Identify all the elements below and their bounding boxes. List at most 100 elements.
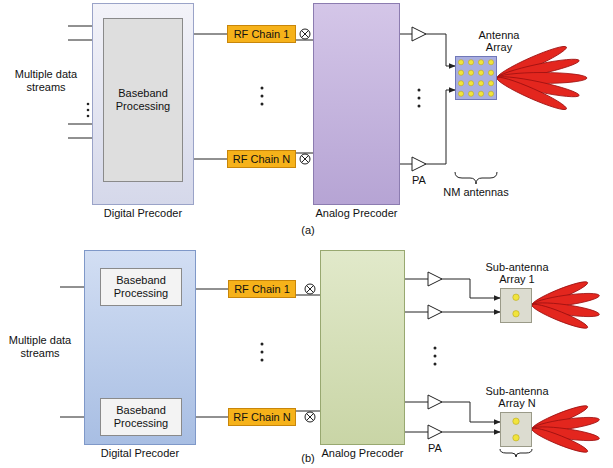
rf-chain-box: RF Chain 1: [228, 280, 296, 298]
box-label: Baseband Processing: [107, 87, 179, 112]
drawing-part: [305, 412, 315, 422]
antenna-element: [478, 60, 483, 65]
box-label: RF Chain N: [233, 153, 290, 166]
antenna-element: [458, 70, 463, 75]
antenna-element: [513, 435, 519, 441]
mixer-symbol: [300, 29, 310, 164]
box-label: RF Chain 1: [234, 28, 290, 41]
box-label: RF Chain 1: [234, 283, 290, 296]
drawing-part: [418, 89, 421, 92]
input-label: Multiple data streams: [10, 68, 82, 93]
drawing-part: [428, 305, 442, 319]
drawing-part: [434, 347, 437, 350]
panel-heading: Digital Precoder: [81, 207, 205, 220]
drawing-part: [530, 301, 589, 332]
drawing-part: [307, 414, 314, 421]
antenna-element: [488, 70, 493, 75]
mixer-symbol: [305, 284, 315, 422]
antenna-element: [478, 70, 483, 75]
drawing-part: [412, 157, 426, 171]
input-label: Multiple data streams: [4, 334, 76, 359]
drawing-part: [261, 95, 264, 98]
drawing-part: [434, 363, 437, 366]
drawing-part: [307, 286, 314, 293]
antenna-element: [513, 294, 519, 300]
amplifier-label: PA: [408, 174, 430, 187]
antenna-array: Antenna Array: [455, 56, 497, 100]
drawing-part: [428, 272, 442, 286]
rf-chain-box: RF Chain 1: [227, 25, 296, 43]
panel-letter: (b): [296, 452, 320, 465]
drawing-part: [305, 284, 315, 294]
drawing-part: [302, 31, 309, 38]
drawing-part: [418, 97, 421, 100]
antenna-elements: [501, 289, 531, 322]
signal-line: [400, 90, 455, 164]
antenna-element: [468, 70, 473, 75]
drawing-part: [307, 414, 314, 421]
box-label: RF Chain N: [233, 411, 290, 424]
signal-line: [405, 312, 500, 313]
brace: [500, 449, 532, 457]
array-heading: Sub-antenna Array N: [481, 385, 553, 410]
antenna-element: [468, 81, 473, 86]
drawing-part: [300, 154, 310, 164]
analog-precoder-panel: Analog Precoder: [313, 3, 400, 205]
rf-chain-box: RF Chain N: [228, 408, 296, 426]
antenna-element: [468, 91, 473, 96]
digital-precoder-panel: Digital PrecoderBaseband ProcessingBaseb…: [84, 250, 196, 445]
drawing-part: [307, 286, 314, 293]
drawing-part: [428, 425, 442, 439]
panel-heading: Analog Precoder: [309, 447, 416, 460]
antenna-elements: [456, 57, 496, 99]
signal-line: [405, 402, 500, 422]
baseband-box: Baseband Processing: [103, 18, 183, 182]
signal-line: [296, 153, 313, 154]
antenna-element: [458, 91, 463, 96]
panel-heading: Digital Precoder: [73, 447, 207, 460]
array-heading: Sub-antenna Array 1: [481, 261, 553, 286]
drawing-part: [87, 115, 90, 118]
signal-line: [296, 295, 320, 296]
panel-letter: (a): [296, 224, 320, 237]
signal-line: [405, 432, 500, 433]
baseband-box: Baseband Processing: [100, 398, 182, 436]
drawing-part: [87, 103, 90, 106]
drawing-part: [495, 73, 568, 113]
power-amplifier: [428, 272, 442, 439]
amplifier-label: PA: [424, 442, 446, 455]
antenna-element: [488, 60, 493, 65]
drawing-part: [302, 156, 309, 163]
antenna-element: [488, 81, 493, 86]
drawing-part: [261, 87, 264, 90]
rf-chain-box: RF Chain N: [227, 150, 296, 168]
antenna-element: [478, 91, 483, 96]
antenna-element: [513, 311, 519, 317]
signal-line: [405, 279, 500, 298]
signal-line: [296, 411, 320, 412]
signal-line: [400, 34, 455, 66]
drawing-part: [261, 359, 264, 362]
drawing-part: [530, 425, 589, 456]
drawing-part: [87, 109, 90, 112]
drawing-part: [302, 156, 309, 163]
panel-heading: Analog Precoder: [302, 207, 411, 220]
box-label: Baseband Processing: [104, 404, 178, 429]
digital-precoder-panel: Digital PrecoderBaseband Processing: [92, 3, 194, 205]
antenna-element: [513, 418, 519, 424]
analog-precoder-panel: Analog Precoder: [320, 250, 405, 445]
drawing-part: [412, 27, 426, 41]
antenna-count-label: NM antennas: [436, 186, 516, 199]
antenna-element: [458, 60, 463, 65]
sub-antenna-array: Sub-antenna Array N: [500, 412, 532, 447]
brace: [455, 172, 497, 184]
drawing-part: [261, 103, 264, 106]
sub-antenna-array: Sub-antenna Array 1: [500, 288, 532, 323]
drawing-part: [261, 343, 264, 346]
drawing-part: [434, 355, 437, 358]
drawing-part: [300, 29, 310, 39]
drawing-part: [418, 105, 421, 108]
antenna-element: [478, 81, 483, 86]
